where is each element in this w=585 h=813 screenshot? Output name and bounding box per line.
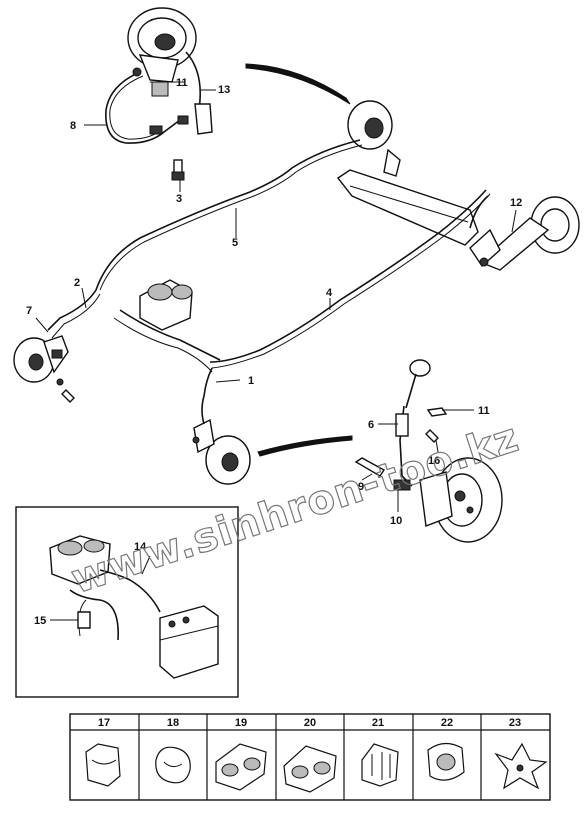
callout-2: 2	[74, 277, 80, 289]
master-cylinder	[47, 279, 221, 373]
callout-6: 6	[368, 419, 374, 431]
legend-header-23: 23	[509, 717, 521, 729]
legend-header-17: 17	[98, 717, 110, 729]
legend-header-19: 19	[235, 717, 247, 729]
callout-10: 10	[390, 515, 402, 527]
rear-left-brake-hose	[105, 67, 189, 144]
brake-line-5-parallel	[99, 144, 363, 291]
legend-header-22: 22	[441, 717, 453, 729]
legend-header-21: 21	[372, 717, 384, 729]
legend-header-18: 18	[167, 717, 179, 729]
clip-21-icon	[361, 743, 399, 787]
front-right-knuckle	[192, 367, 251, 485]
callout-9: 9	[358, 481, 364, 493]
callout-4: 4	[326, 287, 333, 299]
clip-22-icon	[427, 742, 465, 781]
callout-5: 5	[232, 237, 238, 249]
callout-15: 15	[34, 615, 46, 627]
front-left-knuckle	[13, 335, 75, 403]
clip-18-icon	[155, 746, 191, 784]
callout-7: 7	[26, 305, 32, 317]
callout-16: 16	[428, 455, 440, 467]
bleeder-screw	[171, 159, 185, 181]
callout-11-right: 11	[478, 405, 490, 417]
callout-13: 13	[218, 84, 230, 96]
legend-header-20: 20	[304, 717, 316, 729]
callout-11-top: 11	[176, 77, 188, 89]
abs-inset-panel: 14 15	[15, 506, 239, 698]
brake-line-5	[95, 139, 361, 291]
front-disc-brake-detail	[354, 359, 503, 543]
callout-labels: 11 13 8 3 5 12 2 4 7 1 11 6 16 9 10	[26, 77, 522, 527]
callout-12: 12	[510, 197, 522, 209]
callout-14: 14	[134, 541, 147, 553]
rear-right-disc-assembly	[469, 195, 580, 271]
callout-3: 3	[176, 193, 182, 205]
clip-19-icon	[215, 743, 267, 791]
callout-1: 1	[248, 375, 254, 387]
callout-leaders	[35, 81, 517, 512]
brake-line-4	[209, 189, 487, 363]
clip-23-icon	[494, 742, 548, 790]
callout-8: 8	[70, 120, 76, 132]
clip-17-icon	[85, 743, 121, 787]
pointer-arrow-front	[257, 435, 353, 457]
pointer-arrow-rear	[245, 63, 351, 105]
clip-legend-table: 17 18 19 20 21 22 23	[69, 713, 551, 801]
clip-20-icon	[283, 745, 337, 793]
brake-line-4-parallel	[211, 193, 491, 369]
rear-axle-beam	[336, 100, 479, 246]
